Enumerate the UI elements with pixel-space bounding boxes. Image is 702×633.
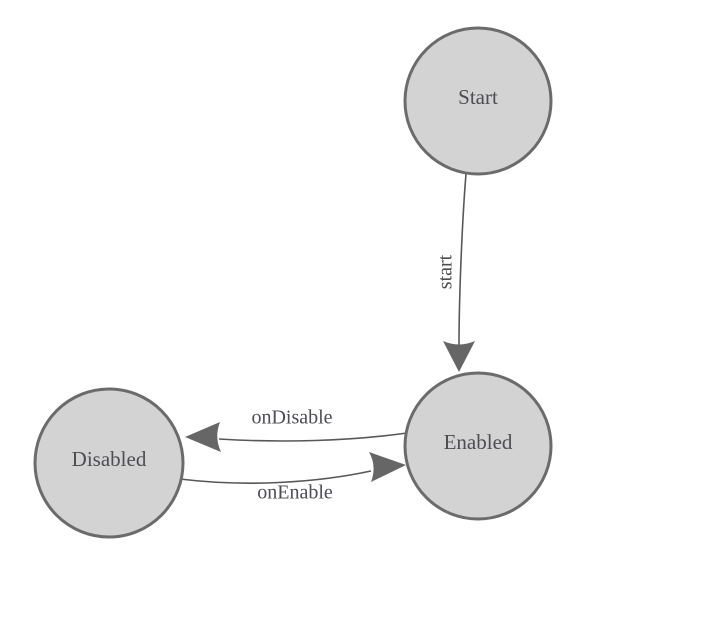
edge-label-ondisable: onDisable [251, 407, 332, 429]
state-node-enabled-label: Enabled [444, 430, 513, 454]
arrowhead-into-enabled-onenable [369, 452, 406, 482]
state-node-disabled-label: Disabled [72, 447, 147, 471]
edge-label-start: start [435, 254, 457, 289]
arrowhead-into-enabled [443, 341, 475, 372]
edge-disabled-to-enabled[interactable]: onEnable [179, 452, 406, 504]
edge-path-enabled-to-disabled [218, 432, 408, 442]
edge-start-to-enabled[interactable]: start [435, 173, 475, 372]
edge-label-onenable: onEnable [257, 482, 333, 504]
edge-path-start-to-enabled [458, 173, 467, 346]
state-node-start[interactable]: Start [403, 26, 553, 176]
arrowhead-into-disabled [185, 422, 221, 452]
state-node-start-label: Start [458, 85, 498, 109]
state-node-enabled[interactable]: Enabled [403, 371, 553, 521]
edge-path-disabled-to-enabled [179, 470, 372, 484]
edge-enabled-to-disabled[interactable]: onDisable [185, 407, 408, 452]
state-node-disabled-circle [33, 387, 185, 539]
state-node-enabled-circle [403, 371, 553, 521]
state-node-start-circle [403, 26, 553, 176]
state-node-disabled[interactable]: Disabled [33, 387, 185, 539]
